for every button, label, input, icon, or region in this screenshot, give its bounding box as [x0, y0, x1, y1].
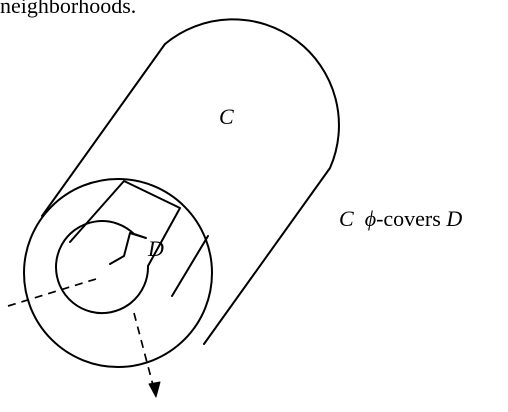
caption-outer-symbol: C [339, 206, 354, 231]
caption-verb: -covers [376, 206, 441, 231]
inner-region-outline [55, 220, 150, 315]
projection-arrowhead [148, 381, 161, 398]
top-text-fragment: neighborhoods. [0, 0, 137, 18]
caption-inner-symbol: D [446, 206, 463, 231]
outer-set-label: C [219, 104, 234, 129]
caption-phi-symbol: ϕ [364, 206, 377, 231]
covering-caption: C ϕ-covers D [339, 206, 462, 232]
inner-cylinder-edge [171, 235, 209, 297]
projection-arrow-shaft [133, 312, 155, 390]
outer-cylinder-outline [41, 18, 340, 345]
inner-cylinder-outline [69, 180, 181, 267]
projection-axis [7, 278, 97, 307]
outer-cylinder-face [23, 178, 213, 368]
inner-set-label: D [147, 236, 164, 261]
